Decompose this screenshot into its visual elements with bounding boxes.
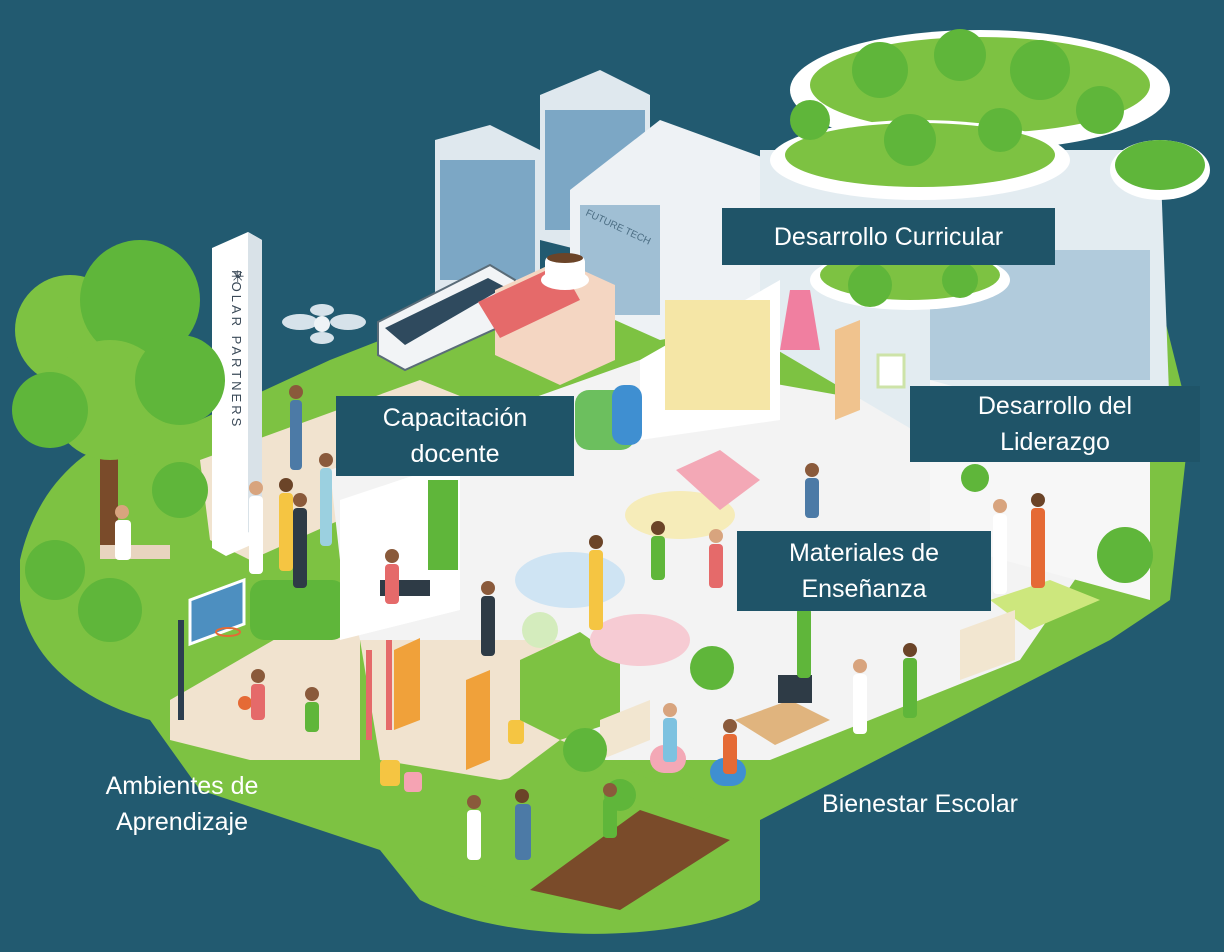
person xyxy=(279,478,293,571)
bookshelf-2 xyxy=(960,610,1015,680)
garden-bush-1 xyxy=(563,728,607,772)
bookshelf xyxy=(600,700,650,760)
basketball-hoop xyxy=(178,577,252,720)
rug-light xyxy=(522,612,558,648)
label-text-line-1: Desarrollo del xyxy=(977,392,1133,420)
garden-field xyxy=(400,740,720,910)
window-wall xyxy=(665,300,770,410)
polar-partners-totem: POLAR PARTNERS ✳ xyxy=(212,232,262,556)
street-props xyxy=(282,253,615,385)
person xyxy=(723,719,737,774)
person xyxy=(903,643,917,718)
person xyxy=(993,499,1007,594)
person xyxy=(305,687,319,732)
pink-sofa xyxy=(676,450,760,510)
label-bienestar-escolar: Bienestar Escolar xyxy=(782,786,1058,822)
monitor-icon xyxy=(778,675,812,703)
label-capacitacion-docente: Capacitación docente xyxy=(336,396,574,476)
person xyxy=(467,795,481,860)
person xyxy=(651,521,665,580)
person xyxy=(293,493,307,588)
drone-icon xyxy=(282,304,366,344)
person xyxy=(589,535,603,630)
label-text-line-1: Capacitación xyxy=(382,404,528,432)
person xyxy=(1031,493,1045,588)
person xyxy=(115,505,131,560)
person xyxy=(709,529,723,588)
label-text-line-1: Ambientes de xyxy=(105,772,259,800)
label-text-line-2: docente xyxy=(410,440,500,468)
rug-pink xyxy=(590,614,690,666)
person xyxy=(853,659,867,734)
brand-name: POLAR PARTNERS xyxy=(229,270,244,429)
person xyxy=(289,385,303,470)
person xyxy=(603,783,617,838)
tower-left-windows xyxy=(440,160,535,280)
person xyxy=(319,453,333,546)
label-text: Desarrollo Curricular xyxy=(773,222,1004,251)
pc-desk xyxy=(735,700,830,745)
person xyxy=(385,549,399,604)
rug-blue xyxy=(515,552,625,608)
label-desarrollo-liderazgo: Desarrollo del Liderazgo xyxy=(910,386,1200,462)
person xyxy=(249,481,263,574)
label-materiales-ensenanza: Materiales de Enseñanza xyxy=(737,531,991,611)
snowflake-icon: ✳ xyxy=(231,267,244,286)
rooftop-garden xyxy=(770,29,1210,310)
person xyxy=(805,463,819,518)
label-text-line-2: Enseñanza xyxy=(801,575,927,603)
label-text-line-1: Materiales de xyxy=(788,539,940,567)
play-hut xyxy=(520,632,620,740)
plant-corner xyxy=(1097,527,1153,583)
label-ambientes-aprendizaje: Ambientes de Aprendizaje xyxy=(72,768,292,840)
person xyxy=(515,789,531,860)
panda-poster xyxy=(876,353,906,389)
pink-swing xyxy=(780,290,820,350)
plant-window xyxy=(961,464,989,492)
playground xyxy=(366,632,620,792)
garden-soil xyxy=(530,810,730,910)
green-wall xyxy=(428,480,458,570)
roof-green-side xyxy=(1115,140,1205,190)
meeting-floor xyxy=(990,580,1100,630)
label-text-line-2: Liderazgo xyxy=(1000,428,1110,456)
bus-windows xyxy=(385,278,505,345)
climbing-wall xyxy=(835,320,860,420)
person xyxy=(663,703,677,762)
plant-pot xyxy=(690,646,734,690)
person xyxy=(251,669,265,720)
label-desarrollo-curricular: Desarrollo Curricular xyxy=(722,208,1055,265)
park-tree xyxy=(12,240,225,642)
hedge xyxy=(250,580,346,640)
person xyxy=(481,581,495,656)
cushion-stack-2 xyxy=(612,385,642,445)
people xyxy=(115,385,1045,860)
label-text: Bienestar Escolar xyxy=(822,790,1018,818)
label-text-line-2: Aprendizaje xyxy=(115,808,249,836)
